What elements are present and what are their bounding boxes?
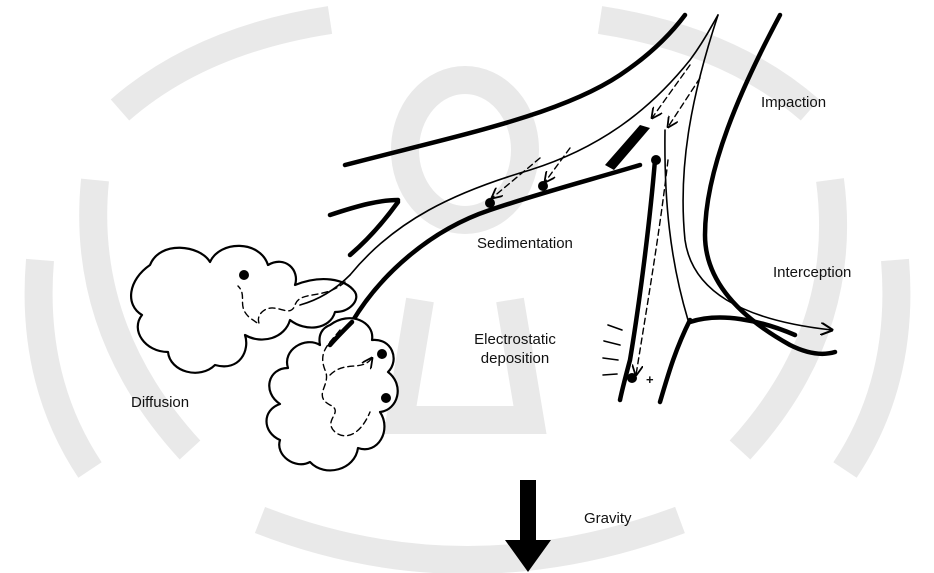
electrostatic-deposition-label: Electrostatic deposition xyxy=(465,330,565,368)
impaction-trajectory xyxy=(652,65,690,118)
sedimentation-trajectory-2 xyxy=(545,148,570,182)
impaction-label: Impaction xyxy=(761,93,826,112)
particle xyxy=(651,155,661,165)
particle xyxy=(538,181,548,191)
particle xyxy=(485,198,495,208)
particle xyxy=(627,373,637,383)
interception-label: Interception xyxy=(773,263,851,282)
sedimentation-label: Sedimentation xyxy=(477,234,573,253)
particle xyxy=(239,270,249,280)
particle xyxy=(381,393,391,403)
charge-sign: + xyxy=(646,370,654,389)
impaction-trajectory-2 xyxy=(668,78,700,127)
particle xyxy=(377,349,387,359)
gravity-label: Gravity xyxy=(584,509,632,528)
right-branch-inner-wall-2 xyxy=(660,320,690,402)
diffusion-label: Diffusion xyxy=(131,393,189,412)
charge-marks xyxy=(603,325,622,375)
electrostatic-label-line1: Electrostatic xyxy=(465,330,565,349)
electrostatic-label-line2: deposition xyxy=(465,349,565,368)
side-branch-lower xyxy=(350,202,398,255)
